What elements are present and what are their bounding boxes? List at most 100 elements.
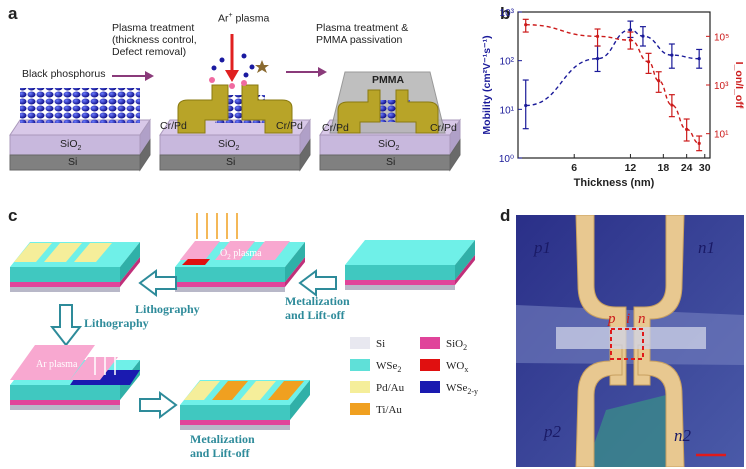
crpd-label-1: Cr/Pd: [160, 120, 187, 132]
sio2-text-3: SiO: [378, 138, 396, 150]
c-metal-2-line-2: and Lift-off: [190, 446, 251, 460]
label-n2: n2: [674, 426, 692, 445]
micrograph: p1 n1 p2 n2 p i n: [516, 215, 744, 467]
panel-a-illustration: [9, 34, 461, 172]
legend-swatch-1: [420, 337, 440, 349]
legend-label-3: WOx: [446, 360, 468, 374]
series-0-point-5: [697, 57, 701, 61]
sio2-label-3: SiO2: [378, 138, 399, 155]
device-2: [159, 34, 311, 172]
panel-a-letter: a: [8, 4, 18, 23]
c-stack-final: [180, 380, 310, 430]
series-0-point-1: [595, 57, 600, 61]
panel-c-letter: c: [8, 206, 18, 225]
x-tick-label-0: 6: [571, 162, 577, 174]
plasma-sup: +: [228, 12, 233, 19]
legend-swatch-3: [420, 359, 440, 371]
c-stack-patterned: [10, 242, 140, 292]
series-0-point-2: [628, 28, 633, 32]
series-1-point-1: [595, 34, 600, 38]
panel-b-letter: b: [500, 4, 511, 23]
sio2-label-1: SiO2: [60, 138, 81, 155]
label-pin-i: i: [626, 311, 630, 327]
sio2-text-2: SiO: [218, 138, 236, 150]
c-metal-1-line-2: and Lift-off: [285, 308, 346, 322]
crpd-label-4: Cr/Pd: [430, 122, 457, 134]
c-stack-ar: [10, 345, 140, 410]
right-tick-label-0: 10¹: [714, 130, 729, 141]
c-metal-2-line-1: Metalization: [190, 432, 255, 446]
left-axis-label: Mobility (cm²V⁻¹s⁻¹): [481, 35, 493, 134]
series-0-point-4: [670, 53, 674, 57]
right-axis-label: I_on/I_off: [733, 62, 745, 109]
si-label-3: Si: [386, 156, 396, 168]
label-pin-p: p: [607, 311, 616, 327]
legend-swatch-4: [350, 381, 370, 393]
legend-label-4: Pd/Au: [376, 382, 405, 394]
plasma-label: Ar+ plasma: [218, 10, 269, 25]
series-1-point-4: [657, 79, 661, 83]
crpd-label-2: Cr/Pd: [276, 120, 303, 132]
c-arrows-top: [49, 269, 337, 347]
plot-frame: [517, 11, 711, 159]
c-o2-plasma: O2 plasma: [220, 248, 262, 261]
left-tick-label-0: 10⁰: [499, 154, 514, 165]
step2-line-1: Plasma treatment: [112, 22, 195, 34]
legend-label-2: WSe2: [376, 360, 401, 374]
step3-line-1: Plasma treatment &: [316, 22, 409, 34]
c-metal-1-line-1: Metalization: [285, 294, 350, 308]
legend-swatch-2: [350, 359, 370, 371]
legend-swatch-0: [350, 337, 370, 349]
series-0-point-0: [524, 103, 528, 108]
series-1-point-7: [697, 141, 701, 145]
sio2-label-2: SiO2: [218, 138, 239, 155]
pmma-label: PMMA: [372, 74, 405, 86]
panel-d-letter: d: [500, 206, 511, 225]
label-p1: p1: [533, 238, 551, 257]
c-stack-bare: [345, 240, 475, 290]
left-tick-label-3: 10³: [500, 8, 515, 19]
x-tick-label-3: 24: [681, 162, 693, 174]
plasma-ar: Ar: [218, 12, 229, 25]
series-1-point-3: [646, 60, 651, 64]
legend-swatch-6: [350, 403, 370, 415]
plasma-suffix: plasma: [232, 12, 270, 25]
c-stack-o2: [175, 213, 305, 292]
sio2-sub-2: 2: [235, 145, 240, 153]
step2-line-2: (thickness control,: [112, 34, 197, 46]
c-lithography-2: Lithography: [84, 316, 149, 330]
bp-label: Black phosphorus: [22, 68, 106, 80]
right-tick-label-2: 10⁵: [714, 32, 729, 43]
x-tick-label-4: 30: [699, 162, 711, 174]
series-0-curve: [525, 29, 700, 107]
si-label-1: Si: [68, 156, 78, 168]
left-tick-label-2: 10²: [500, 57, 515, 68]
step2-line-3: Defect removal): [112, 46, 187, 58]
legend-label-6: Ti/Au: [376, 404, 402, 416]
si-label-2: Si: [226, 156, 236, 168]
device-3: [319, 71, 461, 172]
sio2-sub-1: 2: [77, 145, 82, 153]
series-1-point-5: [670, 103, 674, 107]
sio2-text-1: SiO: [60, 138, 78, 150]
device-1: [9, 88, 151, 172]
step3-label: Plasma treatment & PMMA passivation: [316, 22, 408, 46]
step2-label: Plasma treatment (thickness control, Def…: [112, 22, 197, 58]
x-axis-label: Thickness (nm): [574, 177, 655, 189]
step3-line-2: PMMA passivation: [316, 34, 403, 46]
panel-a-arrows: [112, 67, 327, 81]
series-1-point-6: [685, 127, 689, 131]
series-1-point-2: [628, 38, 633, 42]
label-n1: n1: [698, 238, 715, 257]
c-ar-plasma: Ar plasma: [36, 359, 78, 370]
left-tick-label-1: 10¹: [500, 105, 515, 116]
label-pin-n: n: [638, 311, 646, 327]
series-1-point-0: [524, 23, 528, 27]
legend-swatch-5: [420, 381, 440, 393]
x-tick-label-1: 12: [625, 162, 637, 174]
legend-label-1: SiO2: [446, 338, 467, 352]
right-tick-label-1: 10³: [714, 81, 729, 92]
series-0-point-3: [641, 34, 645, 38]
